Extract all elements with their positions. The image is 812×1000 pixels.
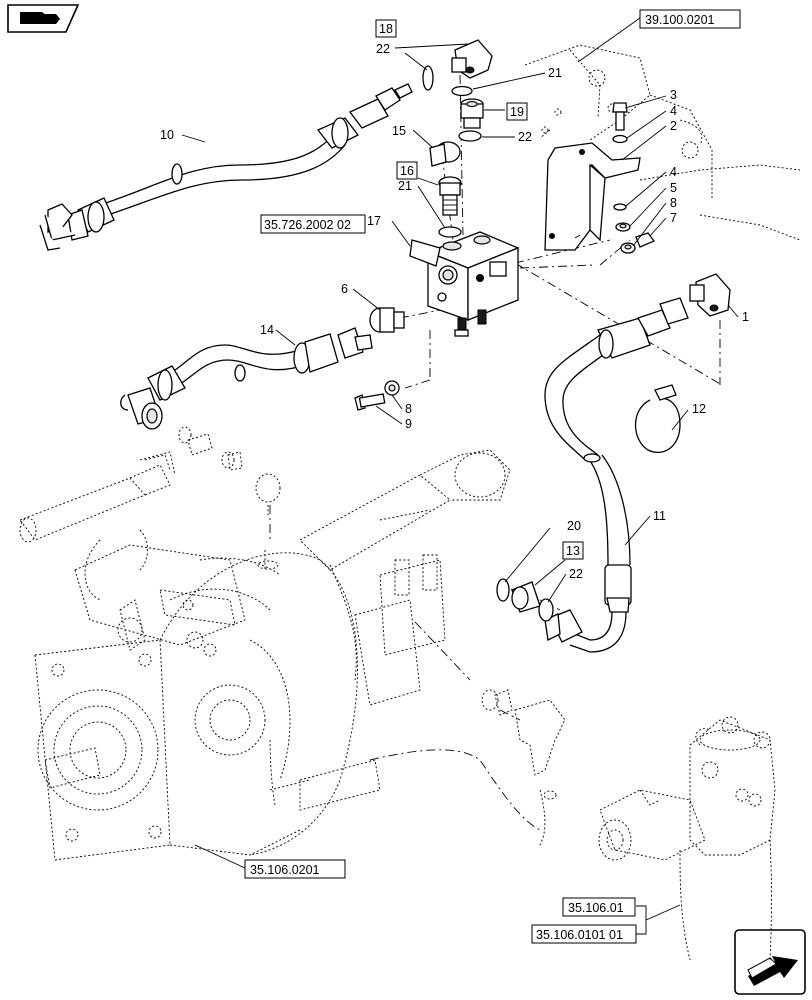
valve-block — [409, 231, 520, 337]
ref-35-106-0201: 35.106.0201 — [250, 863, 320, 877]
adapter-fitting-16 — [438, 176, 462, 216]
callout-14: 14 — [260, 323, 274, 337]
next-page-arrow-icon[interactable] — [734, 929, 806, 995]
hose-14 — [120, 327, 373, 430]
boxed-callouts: 18 19 16 13 — [375, 19, 584, 560]
callout-7: 7 — [670, 211, 677, 225]
adapter-fitting-19 — [460, 98, 484, 129]
pump-reference-outline — [19, 449, 511, 861]
mounting-bracket — [544, 142, 641, 251]
elbow-fitting-15 — [429, 141, 461, 167]
callout-8b: 8 — [405, 402, 412, 416]
callout-9: 9 — [405, 417, 412, 431]
callout-18: 18 — [379, 22, 393, 36]
callout-5: 5 — [670, 181, 677, 195]
callout-22b: 22 — [518, 130, 532, 144]
book-arrow-icon[interactable] — [7, 4, 80, 33]
callout-13: 13 — [566, 544, 580, 558]
callout-15: 15 — [392, 124, 406, 138]
callout-16: 16 — [400, 164, 414, 178]
tank-reference-outline — [598, 716, 776, 961]
elbow-fitting-18 — [451, 39, 493, 79]
pump-small-fittings — [139, 426, 566, 846]
callout-22a: 22 — [376, 42, 390, 56]
o-ring-21-lower — [438, 226, 462, 238]
callout-1: 1 — [742, 310, 749, 324]
ref-35-106-0101-01: 35.106.0101 01 — [536, 928, 623, 942]
elbow-fitting-1 — [689, 273, 731, 317]
callout-12: 12 — [692, 402, 706, 416]
callout-19: 19 — [510, 105, 524, 119]
callout-3: 3 — [670, 88, 677, 102]
callout-2: 2 — [670, 119, 677, 133]
frame-reference-outline — [524, 44, 801, 241]
callout-6: 6 — [341, 282, 348, 296]
ref-39-100-0201: 39.100.0201 — [645, 13, 715, 27]
ref-35-726-2002-02: 35.726.2002 02 — [264, 218, 351, 232]
callout-labels: 1 2 3 4 4 5 8 7 6 8 9 10 11 12 14 15 17 … — [160, 42, 749, 581]
callout-4a: 4 — [670, 104, 677, 118]
bracket-fasteners — [612, 102, 656, 254]
callout-10: 10 — [160, 128, 174, 142]
ref-35-106-01: 35.106.01 — [568, 901, 624, 915]
o-ring-21-upper — [451, 85, 473, 97]
straight-fitting-13 — [496, 578, 554, 622]
callout-leaders — [181, 17, 739, 935]
o-ring-22-mid — [458, 130, 482, 142]
hose-clamp-12 — [635, 384, 681, 453]
callout-17: 17 — [367, 214, 381, 228]
hose-10 — [39, 83, 413, 251]
reference-boxes: 39.100.0201 35.726.2002 02 35.106.0201 3… — [244, 9, 741, 944]
callout-11: 11 — [653, 509, 666, 523]
straight-fitting-6 — [369, 307, 405, 333]
callout-8a: 8 — [670, 196, 677, 210]
callout-21b: 21 — [398, 179, 412, 193]
hose-11 — [544, 297, 689, 653]
callout-22c: 22 — [569, 567, 583, 581]
bolt-9-washer-8 — [354, 380, 400, 411]
callout-21a: 21 — [548, 66, 562, 80]
o-ring-22-top — [422, 65, 434, 91]
callout-20: 20 — [567, 519, 581, 533]
callout-4b: 4 — [670, 165, 677, 179]
